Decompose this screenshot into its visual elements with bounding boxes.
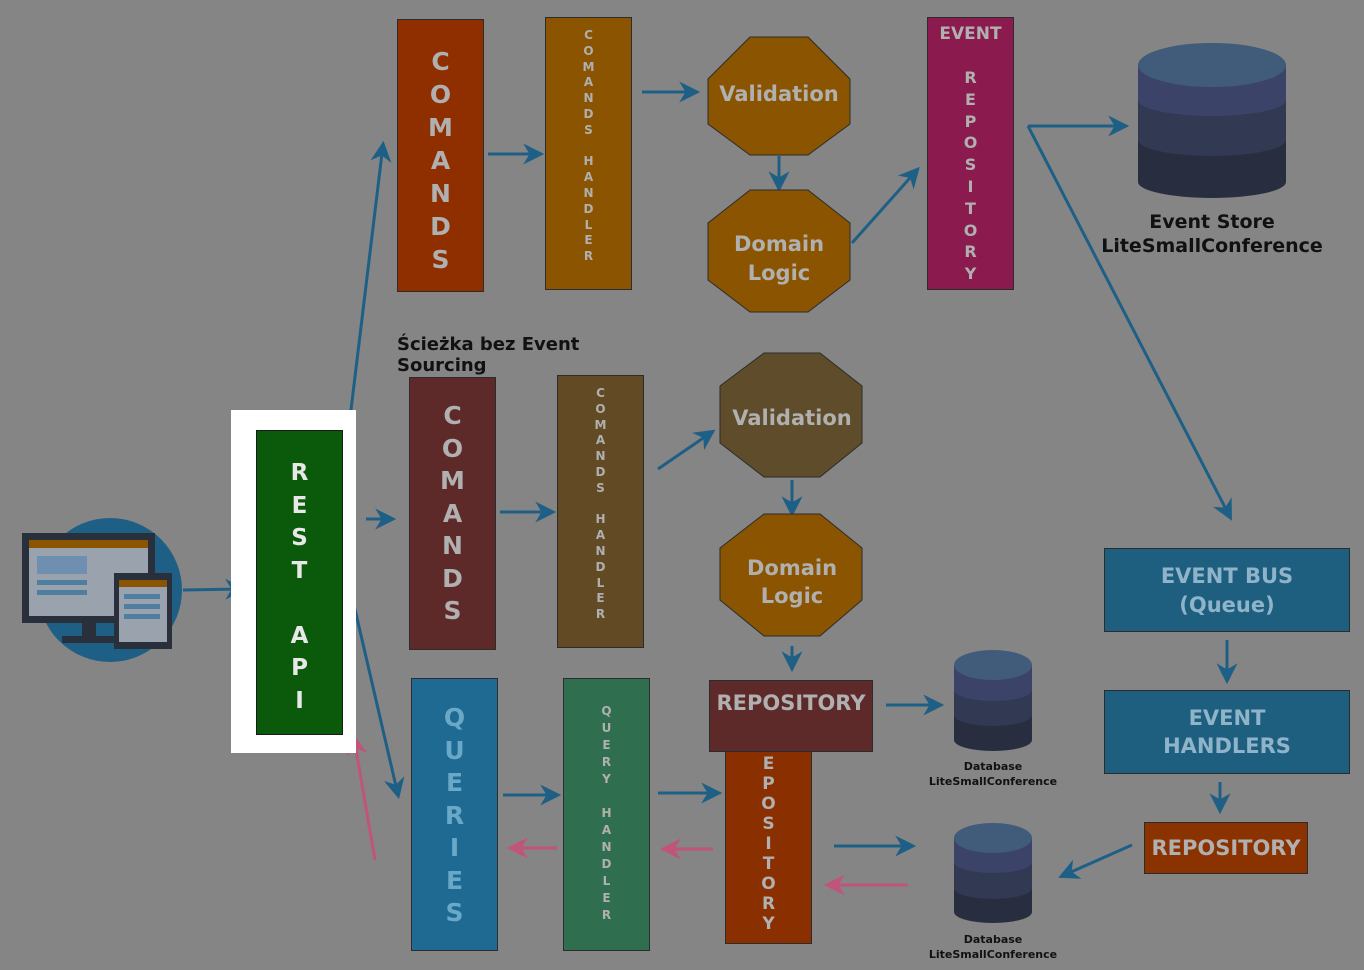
event-bus-label-2: (Queue) xyxy=(1179,593,1275,617)
rest-api-label: R E S T A P I xyxy=(290,460,309,714)
right-repository-label: REPOSITORY xyxy=(1151,836,1301,860)
event-repository-vertical: R E P O S I T O R Y xyxy=(963,68,978,284)
top-domain-logic-node xyxy=(707,189,851,313)
rest-api-box[interactable]: R E S T A P I xyxy=(256,430,343,735)
event-store-line1: Event Store xyxy=(1149,211,1275,233)
top-comands-handler-box[interactable]: C O M A N D S H A N D L E R xyxy=(545,17,632,290)
mid-domain-logic-node xyxy=(719,513,863,637)
mid-database-line2: LiteSmallConference xyxy=(929,775,1057,788)
event-handlers-box[interactable]: EVENT HANDLERS xyxy=(1104,690,1350,774)
mid-database-line1: Database xyxy=(964,760,1023,773)
event-store-line2: LiteSmallConference xyxy=(1101,235,1323,257)
low-database-icon xyxy=(954,823,1032,923)
low-repository-label: E P O S I T O R Y xyxy=(761,754,776,934)
arrow-event-repo-to-bus xyxy=(1026,125,1232,521)
mid-comands-handler-box[interactable]: C O M A N D S H A N D L E R xyxy=(557,375,644,648)
top-comands-handler-label: C O M A N D S H A N D L E R xyxy=(582,28,595,264)
mid-repository-label: REPOSITORY xyxy=(716,691,866,715)
arrow-rest-to-queries xyxy=(352,604,405,800)
mid-repository-box[interactable]: REPOSITORY xyxy=(709,680,873,752)
mid-validation-node xyxy=(719,352,863,478)
event-store-database-icon xyxy=(1138,43,1286,198)
right-repository-box[interactable]: REPOSITORY xyxy=(1144,822,1308,874)
event-repository-title: EVENT xyxy=(939,24,1002,44)
low-database-line2: LiteSmallConference xyxy=(929,948,1057,961)
query-handler-label: Q U E R Y H A N D L E R xyxy=(601,704,612,922)
queries-label: Q U E R I E S xyxy=(443,703,466,927)
path-without-event-sourcing-label: Ścieżka bez Event Sourcing xyxy=(397,334,580,376)
query-handler-box[interactable]: Q U E R Y H A N D L E R xyxy=(563,678,650,951)
mid-validation-label: Validation xyxy=(732,406,852,430)
mid-domain-logic-label-2: Logic xyxy=(761,584,824,608)
low-database-line1: Database xyxy=(964,933,1023,946)
top-comands-box[interactable]: C O M A N D S xyxy=(397,19,484,292)
event-handlers-label-1: EVENT xyxy=(1188,706,1266,730)
mid-comands-label: C O M A N D S xyxy=(440,401,465,625)
event-bus-label-1: EVENT BUS xyxy=(1160,564,1294,588)
return-arrow-queries-to-rest xyxy=(346,733,377,861)
event-bus-box[interactable]: EVENT BUS (Queue) xyxy=(1104,548,1350,632)
top-validation-node xyxy=(707,36,851,156)
queries-box[interactable]: Q U E R I E S xyxy=(411,678,498,951)
low-repository-box[interactable]: E P O S I T O R Y xyxy=(725,752,812,944)
desktop-and-tablet-icon xyxy=(22,518,182,662)
arrow-rest-to-top-comands xyxy=(348,140,392,419)
arrow-top-logic-to-event-repo xyxy=(850,166,920,244)
top-domain-logic-label-1: Domain xyxy=(734,232,824,256)
arrow-right-repo-to-db xyxy=(1058,843,1133,879)
mid-comands-handler-label: C O M A N D S H A N D L E R xyxy=(594,386,607,622)
event-repository-box[interactable]: EVENT R E P O S I T O R Y xyxy=(927,17,1014,290)
mid-database-icon xyxy=(954,650,1032,751)
event-handlers-label-2: HANDLERS xyxy=(1163,734,1291,758)
mid-domain-logic-label-1: Domain xyxy=(747,556,837,580)
mid-comands-box[interactable]: C O M A N D S xyxy=(409,377,496,650)
arrow-mid-handler-to-validation xyxy=(657,429,716,471)
top-domain-logic-label-2: Logic xyxy=(748,261,811,285)
top-validation-label: Validation xyxy=(719,82,839,106)
top-comands-label: C O M A N D S xyxy=(428,47,453,274)
